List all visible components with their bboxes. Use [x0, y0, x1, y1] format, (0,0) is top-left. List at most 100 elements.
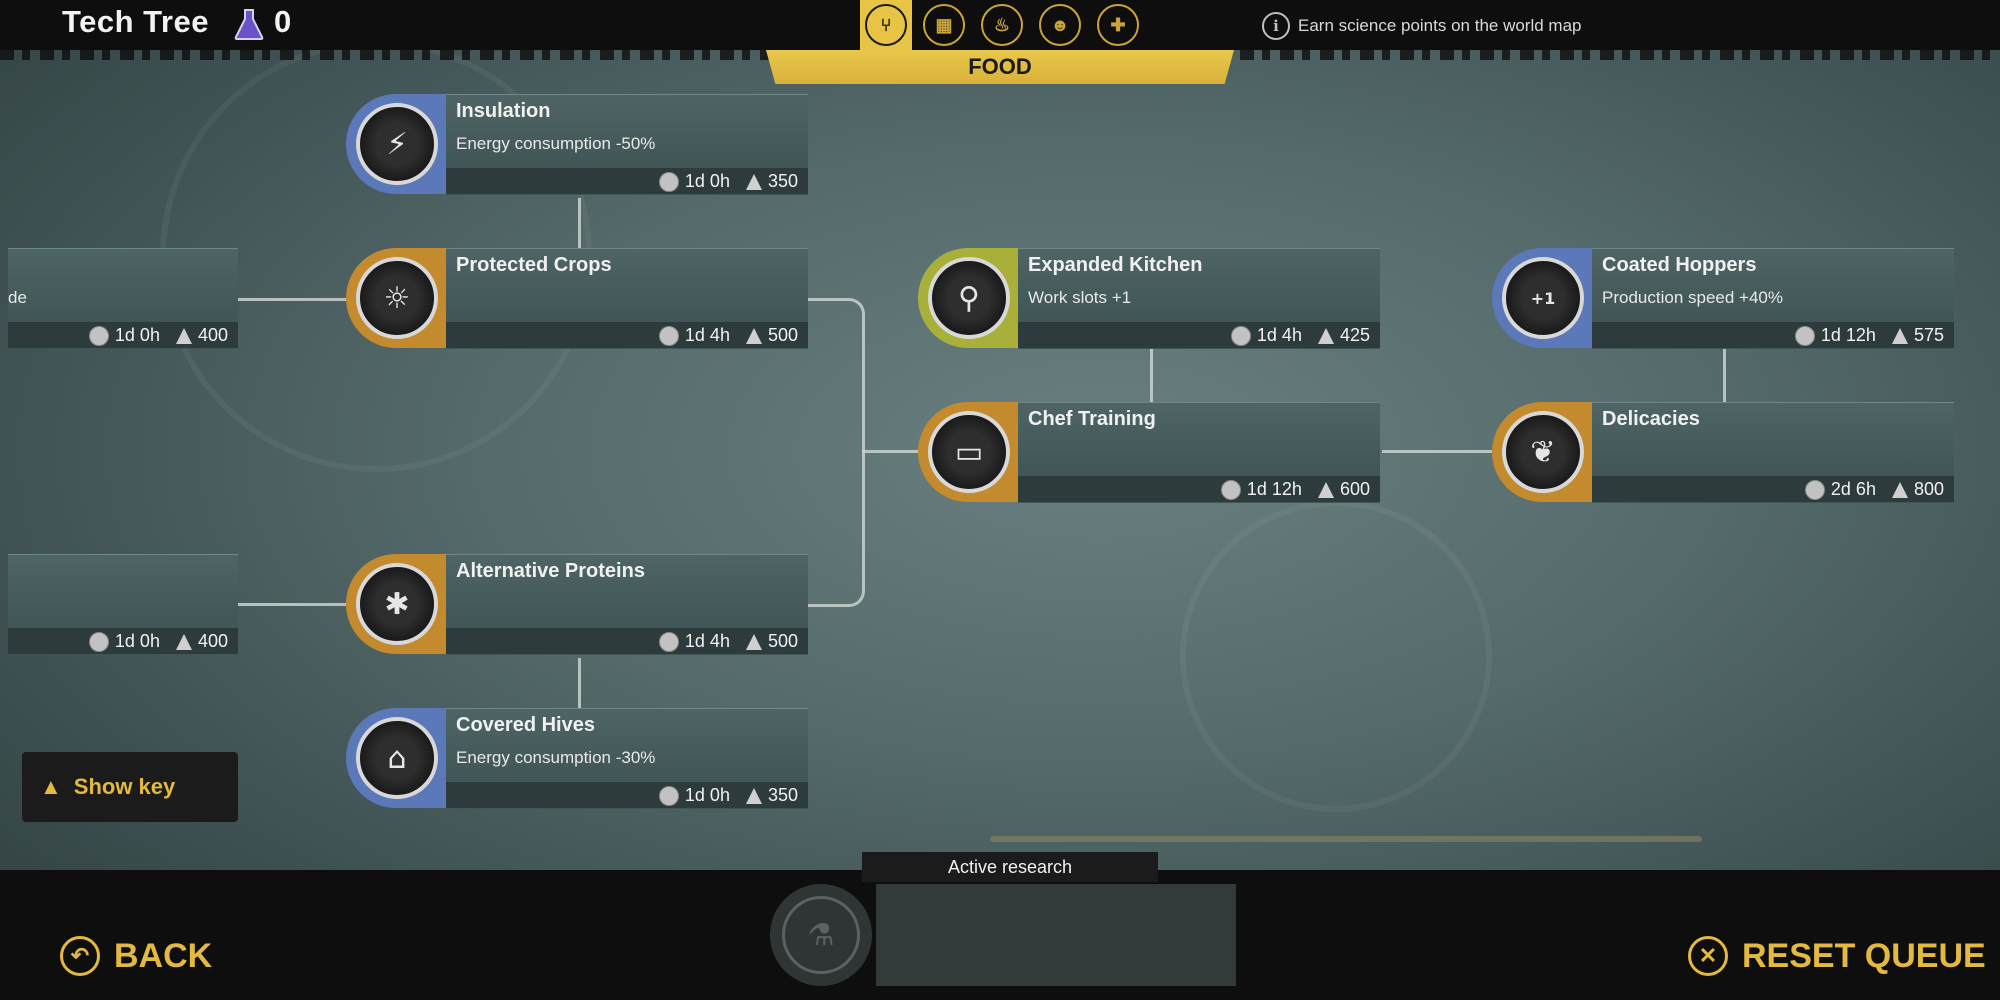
back-arrow-icon: ↶ — [60, 936, 100, 976]
tech-card-partial[interactable]: de 1d 0h 400 — [8, 248, 238, 349]
tech-time: 1d 0h — [684, 171, 730, 191]
card-footer — [8, 628, 238, 654]
tech-cost: 1d 0h 350 — [658, 785, 798, 806]
tech-cost: 1d 12h 600 — [1220, 479, 1370, 500]
tech-time: 1d 4h — [684, 325, 730, 345]
tech-card-alternative-proteins[interactable]: ✱ Alternative Proteins 1d 4h 500 — [346, 554, 808, 655]
science-icon — [745, 633, 762, 650]
tech-points: 425 — [1339, 325, 1370, 345]
card-footer — [8, 322, 238, 348]
stove-icon: ▭ — [928, 411, 1010, 493]
tech-cost: 1d 12h 575 — [1794, 325, 1944, 346]
tech-name: Chef Training — [1028, 408, 1156, 430]
back-label: BACK — [114, 936, 213, 975]
connector — [238, 298, 346, 301]
tab-food[interactable]: ⑂ — [860, 0, 912, 50]
crops-sun-icon: ☼ — [356, 257, 438, 339]
tab-resources[interactable]: ▦ — [918, 0, 970, 50]
tech-badge: ☼ — [346, 248, 446, 348]
tech-effect: Work slots +1 — [1028, 288, 1132, 307]
show-key-button[interactable]: ▲ Show key — [22, 752, 238, 822]
flask-icon: ⚗ — [782, 896, 860, 974]
time-icon — [658, 785, 679, 806]
tech-cost: 1d 4h 500 — [658, 631, 798, 652]
tech-points: 400 — [197, 631, 228, 651]
tech-badge: ▭ — [918, 402, 1018, 502]
tech-points: 350 — [767, 171, 798, 191]
insect-icon: ✱ — [356, 563, 438, 645]
tech-cost: 1d 4h 425 — [1230, 325, 1370, 346]
connector — [578, 198, 581, 248]
tech-card-chef-training[interactable]: ▭ Chef Training 1d 12h 600 — [918, 402, 1380, 503]
heat-icon: ♨ — [981, 4, 1023, 46]
tech-badge: ⚡ — [346, 94, 446, 194]
tech-name: Alternative Proteins — [456, 560, 645, 582]
tab-health[interactable]: ✚ — [1092, 0, 1144, 50]
tech-name: Insulation — [456, 100, 551, 122]
science-icon — [175, 327, 192, 344]
back-button[interactable]: ↶ BACK — [60, 936, 212, 976]
tech-badge: +1 — [1492, 248, 1592, 348]
tech-badge: ✱ — [346, 554, 446, 654]
hopper-icon: +1 — [1502, 257, 1584, 339]
tech-time: 1d 4h — [1256, 325, 1302, 345]
time-icon — [658, 325, 679, 346]
tech-card-coated-hoppers[interactable]: +1 Coated Hoppers Production speed +40% … — [1492, 248, 1954, 349]
tech-name: Delicacies — [1602, 408, 1700, 430]
people-icon: ☻ — [1039, 4, 1081, 46]
health-icon: ✚ — [1097, 4, 1139, 46]
reset-queue-label: RESET QUEUE — [1742, 936, 1986, 975]
science-icon — [745, 787, 762, 804]
science-icon — [745, 327, 762, 344]
tab-heat[interactable]: ♨ — [976, 0, 1028, 50]
tech-card-partial[interactable]: 1d 0h 400 — [8, 554, 238, 655]
tech-name: Expanded Kitchen — [1028, 254, 1203, 276]
active-research-badge: ⚗ — [770, 884, 872, 986]
connector — [1382, 450, 1492, 453]
science-icon — [1891, 481, 1908, 498]
science-points-value: 0 — [274, 4, 292, 39]
tech-cost: 1d 0h 400 — [88, 325, 228, 346]
chevron-up-icon: ▲ — [40, 774, 62, 799]
active-research-panel — [876, 884, 1236, 986]
active-research-slot[interactable]: ⚗ — [770, 884, 1236, 986]
time-icon — [1220, 479, 1241, 500]
tech-effect: de — [8, 288, 27, 307]
resources-icon: ▦ — [923, 4, 965, 46]
science-flask-icon — [234, 9, 264, 40]
show-key-label: Show key — [73, 774, 176, 799]
science-icon — [175, 633, 192, 650]
bg-decor — [1180, 500, 1492, 812]
science-icon — [745, 173, 762, 190]
tech-points: 600 — [1339, 479, 1370, 499]
connector — [1150, 348, 1153, 402]
reset-queue-button[interactable]: ✕ RESET QUEUE — [1688, 936, 1986, 976]
tech-points: 350 — [767, 785, 798, 805]
tech-card-covered-hives[interactable]: ⌂ Covered Hives Energy consumption -30% … — [346, 708, 808, 809]
tech-time: 2d 6h — [1830, 479, 1876, 499]
tech-effect: Production speed +40% — [1602, 288, 1783, 307]
time-icon — [1794, 325, 1815, 346]
tech-cost: 1d 4h 500 — [658, 325, 798, 346]
connector — [862, 450, 918, 453]
tab-people[interactable]: ☻ — [1034, 0, 1086, 50]
tech-time: 1d 12h — [1820, 325, 1876, 345]
tech-card-insulation[interactable]: ⚡ Insulation Energy consumption -50% 1d … — [346, 94, 808, 195]
food-plate-icon: ❦ — [1502, 411, 1584, 493]
tech-card-expanded-kitchen[interactable]: ⚲ Expanded Kitchen Work slots +1 1d 4h 4… — [918, 248, 1380, 349]
connector — [578, 658, 581, 708]
tech-time: 1d 12h — [1246, 479, 1302, 499]
food-icon: ⑂ — [865, 4, 907, 46]
tech-points: 500 — [767, 631, 798, 651]
horizontal-scrollbar[interactable] — [990, 836, 1702, 842]
science-icon — [1317, 327, 1334, 344]
tech-badge: ⌂ — [346, 708, 446, 808]
tech-badge: ⚲ — [918, 248, 1018, 348]
tech-effect: Energy consumption -50% — [456, 134, 656, 153]
tech-card-delicacies[interactable]: ❦ Delicacies 2d 6h 800 — [1492, 402, 1954, 503]
time-icon — [1230, 325, 1251, 346]
hint-text: i Earn science points on the world map — [1262, 12, 1582, 40]
tech-card-protected-crops[interactable]: ☼ Protected Crops 1d 4h 500 — [346, 248, 808, 349]
page-title: Tech Tree — [62, 4, 209, 39]
tech-time: 1d 0h — [684, 785, 730, 805]
